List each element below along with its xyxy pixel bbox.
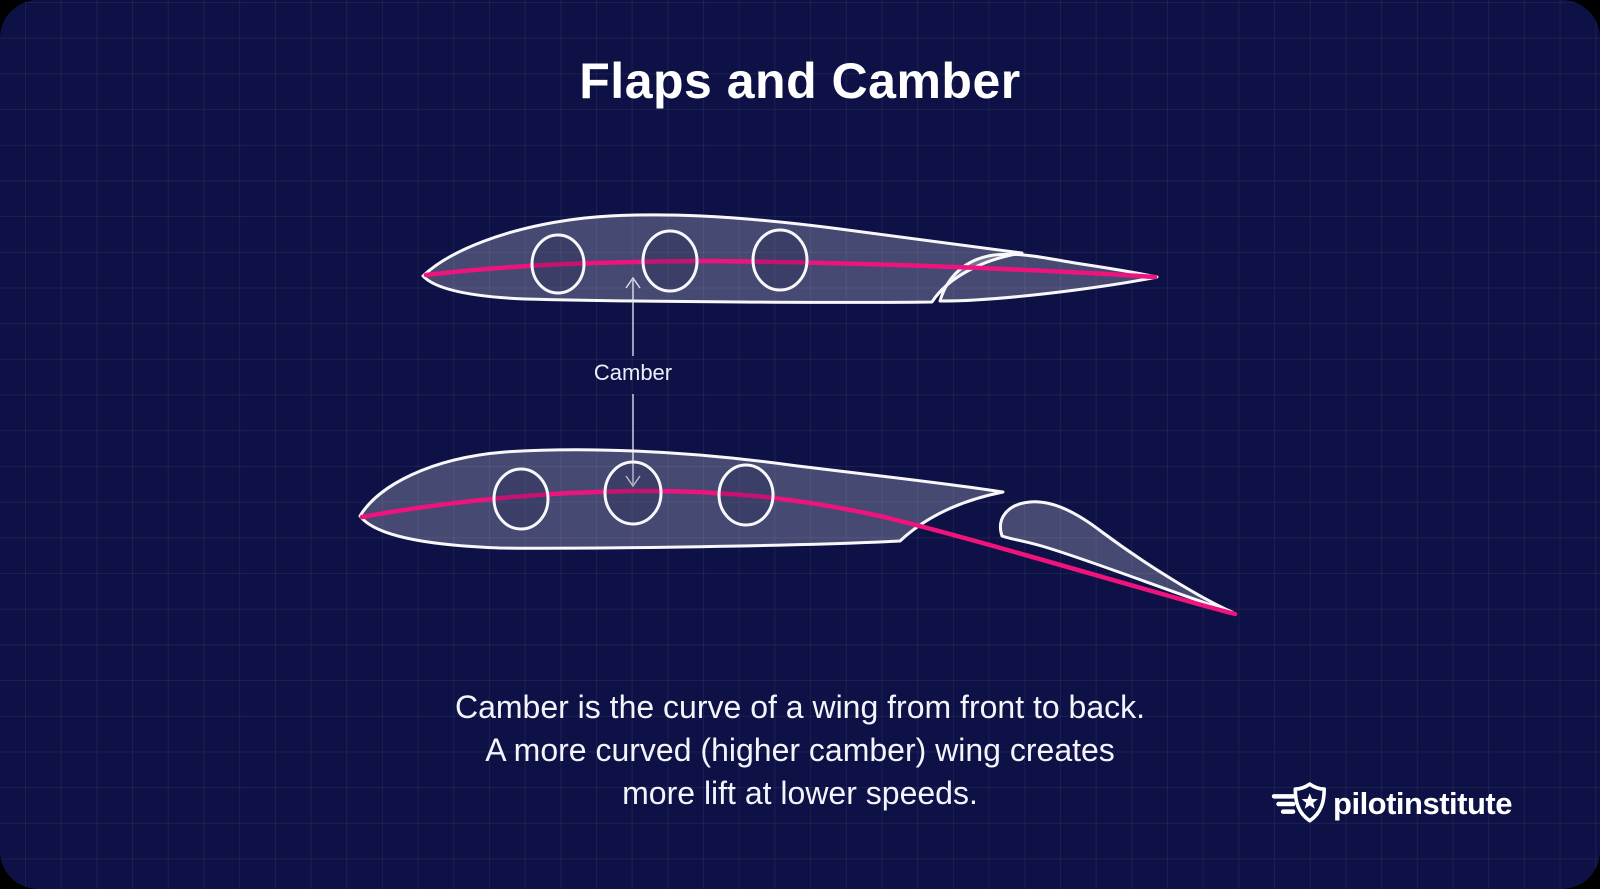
logo-wordmark: pilotinstitute bbox=[1333, 786, 1512, 821]
pilot-institute-logo: pilotinstitute bbox=[1270, 781, 1512, 827]
wing-circle bbox=[641, 229, 699, 293]
caption: Camber is the curve of a wing from front… bbox=[0, 686, 1600, 815]
wing-circle bbox=[530, 233, 586, 295]
wing-circle bbox=[717, 463, 775, 527]
wing-circle bbox=[492, 467, 550, 531]
airfoil-flap-retracted bbox=[421, 213, 1159, 304]
airfoil-flap-extended bbox=[358, 448, 1238, 617]
caption-line: more lift at lower speeds. bbox=[622, 775, 978, 811]
caption-line: Camber is the curve of a wing from front… bbox=[454, 689, 1146, 725]
camber-arrow-down-icon bbox=[625, 475, 641, 488]
wing-flap-retracted-outline bbox=[938, 252, 1159, 303]
camber-annotation: Camber bbox=[594, 276, 672, 488]
wing-body-outline-bottom bbox=[358, 448, 1005, 550]
camber-line-top bbox=[423, 258, 1158, 280]
winged-shield-star-icon bbox=[1271, 782, 1327, 823]
camber-line-bottom bbox=[359, 488, 1238, 617]
page-title: Flaps and Camber bbox=[579, 53, 1021, 109]
wing-circle bbox=[751, 228, 809, 292]
caption-line: A more curved (higher camber) wing creat… bbox=[485, 732, 1115, 768]
wing-body-outline-top bbox=[421, 213, 1024, 304]
camber-arrow-up-icon bbox=[625, 276, 641, 289]
camber-label: Camber bbox=[594, 360, 672, 385]
wing-circle bbox=[603, 460, 663, 526]
wing-flap-extended-outline bbox=[999, 500, 1234, 614]
